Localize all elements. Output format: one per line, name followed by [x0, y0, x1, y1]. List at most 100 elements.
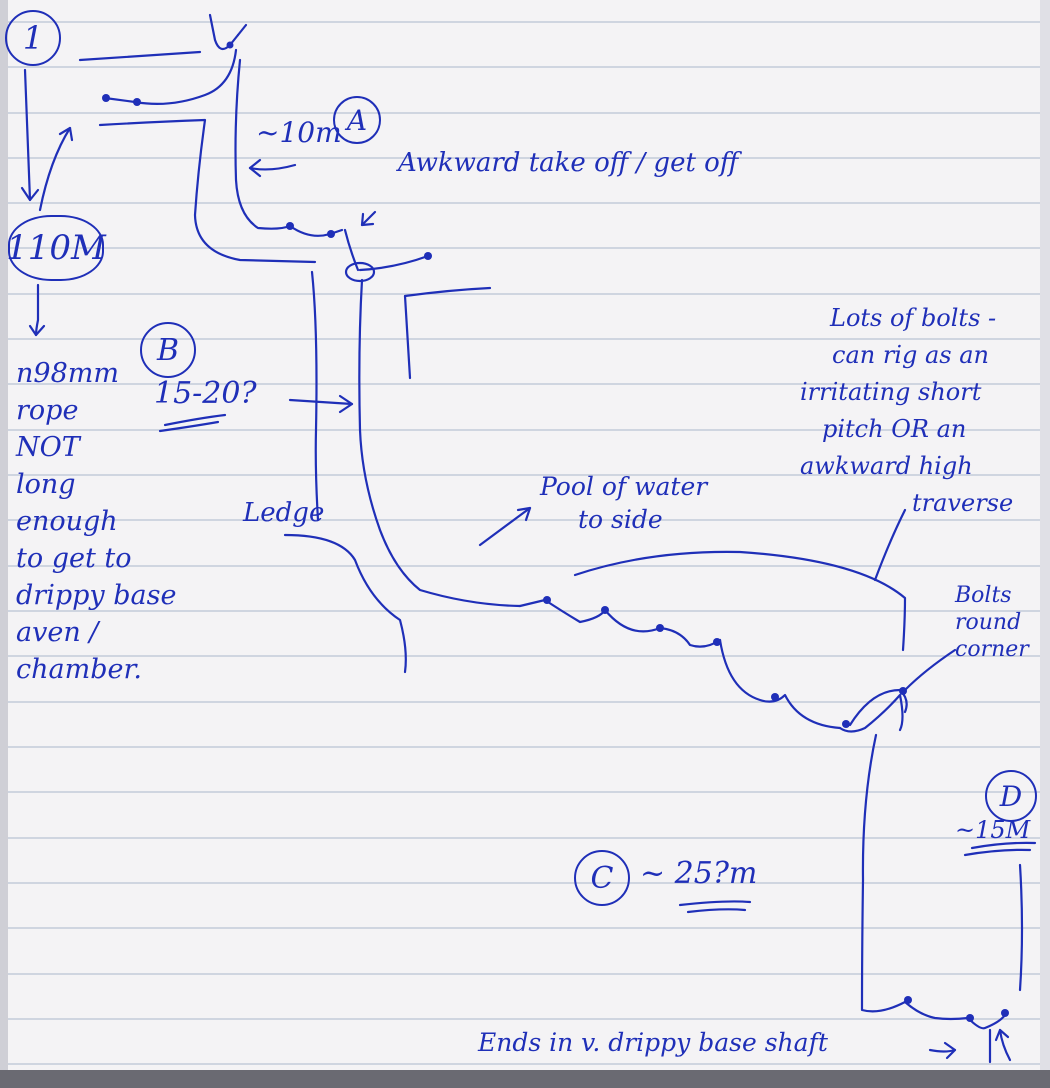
ruled-lines	[0, 21, 1050, 1065]
a-traverse	[358, 254, 430, 272]
rope-note-line: drippy base	[16, 580, 177, 611]
pitch-a-text: A	[346, 103, 368, 137]
pitch-c-text: C	[590, 860, 614, 896]
c-descent-top	[718, 638, 842, 730]
pool-arrow	[478, 506, 532, 547]
rope-note-line: enough	[16, 506, 118, 537]
page-edge-shadow	[0, 0, 8, 1088]
ends-note: Ends in v. drippy base shaft	[478, 1028, 828, 1057]
arrow-1-to-110m	[23, 68, 32, 202]
a-measure-head	[248, 158, 262, 178]
awkward-note: Awkward take off / get off	[398, 148, 739, 178]
arrow-110m-to-pitch	[38, 126, 72, 212]
bolt-dot	[424, 252, 432, 260]
bolts-note-line: can rig as an	[832, 341, 989, 369]
b-main-descent	[358, 278, 522, 608]
b-right-ledge	[403, 286, 492, 298]
pitch1-anchor-tick	[236, 23, 248, 37]
bolt-dot	[226, 41, 234, 49]
rope-note: n98mm rope NOT long enough to get to dri…	[16, 355, 186, 688]
awkward-arrow	[360, 210, 377, 227]
rope-note-line: rope	[16, 395, 79, 426]
bolt-dot	[842, 720, 850, 728]
ends-arrow-head	[943, 1041, 957, 1060]
bolts-note-line: Lots of bolts -	[830, 304, 997, 332]
c-underline-2	[686, 908, 747, 914]
bolt-dot	[966, 1014, 974, 1022]
b-arrow	[288, 398, 354, 406]
length-110m-label: 110M	[6, 215, 106, 281]
rope-note-line: to get to	[16, 543, 132, 574]
d-arrow-shaft	[998, 1028, 1012, 1062]
bolt-dot	[1001, 1009, 1009, 1017]
pool-note-line: Pool of water	[540, 472, 708, 501]
pitch-a-label: A	[333, 96, 381, 144]
c-corner-bolts	[838, 693, 904, 733]
pitch-c-label: C	[574, 850, 630, 906]
a-length: ~10m	[256, 116, 342, 149]
bolts-note-line: awkward high	[800, 452, 973, 480]
b-right-wall	[403, 294, 412, 380]
arrow-110m-head	[58, 126, 74, 142]
rope-note-line: n98mm	[16, 358, 119, 389]
awkward-arrow-head	[360, 212, 375, 227]
b-arrow-head	[338, 394, 354, 414]
pitch-d-label: D	[985, 770, 1037, 822]
d-arrow-head	[994, 1028, 1010, 1042]
bolt-dot	[543, 596, 551, 604]
bolts-corner-pointer	[903, 648, 957, 692]
arrow-110m-down-head	[28, 324, 46, 337]
b-left-wall	[310, 270, 320, 522]
d-length-line	[1018, 863, 1024, 992]
a-hang	[343, 228, 360, 272]
rope-note-line: long	[16, 469, 76, 500]
bolt-dot	[601, 606, 609, 614]
bolt-dot	[656, 624, 664, 632]
c-underline	[678, 900, 752, 907]
d-length: ~15M	[955, 816, 1031, 844]
bolt-dot	[713, 638, 721, 646]
pool-arrow-head	[516, 506, 532, 522]
arrow-1-to-110m-head	[20, 186, 40, 202]
pitch-b-text: B	[156, 332, 180, 368]
pitch-1-label: 1	[5, 10, 61, 66]
pool-note-line: to side	[578, 505, 663, 534]
pitch-b-label: B	[140, 322, 196, 378]
bolt-dot	[904, 996, 912, 1004]
bolts-note-line: irritating short	[800, 378, 982, 406]
pitch1-ledge-line	[78, 50, 202, 62]
bolts-corner-note: Bolts round corner	[955, 582, 1029, 663]
rope-note-line: aven / chamber.	[16, 617, 142, 685]
bolt-dot	[327, 230, 335, 238]
page-bottom-edge	[0, 1070, 1050, 1088]
bolts-note: Lots of bolts - can rig as an irritating…	[800, 300, 1013, 522]
left-wall	[98, 118, 317, 264]
length-110m-text: 110M	[6, 228, 106, 268]
c-length: ~ 25?m	[640, 856, 758, 891]
bolts-note-line: pitch OR an	[822, 415, 967, 443]
ledge-wall	[283, 533, 407, 674]
b-underline	[163, 413, 227, 427]
bolts-corner-line: corner	[955, 637, 1029, 662]
bolt-dots	[102, 41, 1009, 1022]
rebelay-loop	[344, 261, 376, 283]
d-underline-2	[963, 848, 1032, 857]
b-underline-2	[158, 420, 220, 433]
bolt-dot	[133, 98, 141, 106]
high-traverse-arc	[573, 550, 907, 652]
b-length: 15-20?	[154, 376, 257, 411]
bolt-dot	[771, 693, 779, 701]
bolt-dot	[899, 687, 907, 695]
ledge-label: Ledge	[243, 498, 325, 528]
page-edge-right	[1040, 0, 1050, 1088]
c-main-hang	[860, 733, 907, 1013]
a-wall-bolts	[234, 58, 344, 237]
bolts-note-pointer	[873, 508, 907, 582]
bolt-dot	[102, 94, 110, 102]
pitch-1-text: 1	[22, 19, 44, 57]
bolts-note-line: traverse	[912, 489, 1014, 517]
d-underline	[970, 841, 1037, 850]
